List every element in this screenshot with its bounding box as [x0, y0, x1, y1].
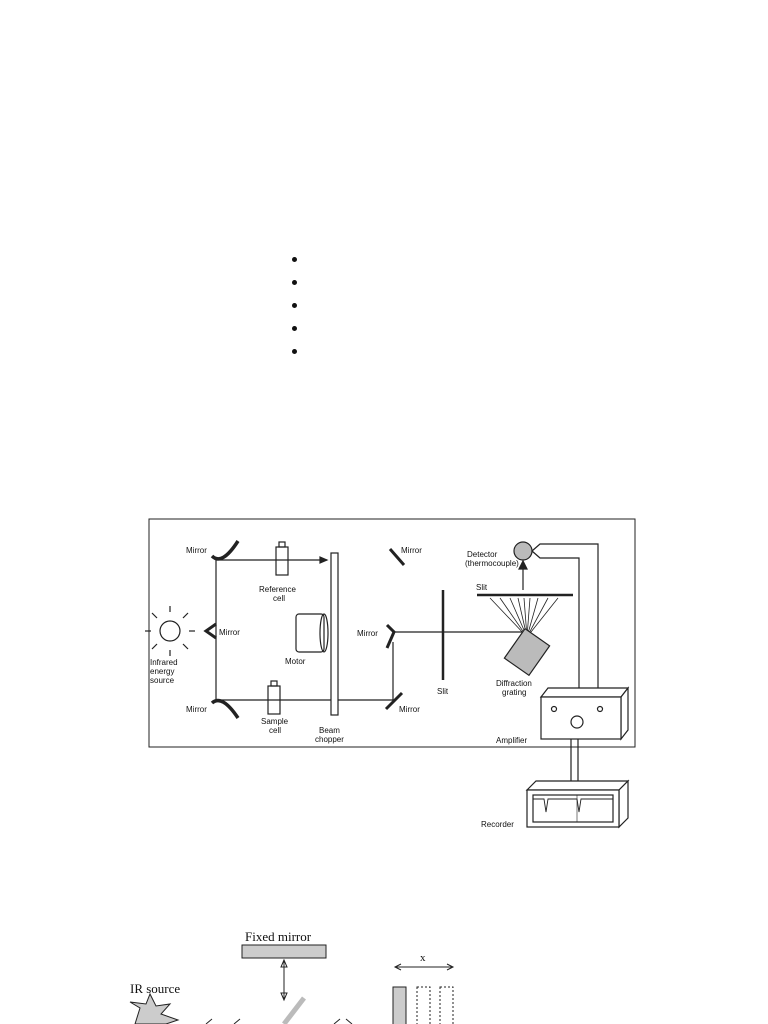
sample-cell-icon [267, 680, 281, 715]
label-mirror-center: Mirror [219, 628, 240, 637]
bullet-item [292, 340, 312, 363]
bullet-dot [292, 303, 297, 308]
label-reference-cell-2: cell [273, 594, 285, 603]
diagram-frame [148, 518, 636, 748]
label-infrared: Infrared [150, 658, 178, 667]
label-fixed-mirror: Fixed mirror [245, 929, 312, 944]
mirror-bottom-right [384, 691, 404, 711]
bullet-item [292, 317, 312, 340]
label-amplifier: Amplifier [496, 736, 527, 745]
label-grating: grating [502, 688, 526, 697]
moving-mirror-ghost [416, 986, 431, 1024]
bullet-list [292, 248, 312, 363]
reference-cell-icon [275, 541, 289, 576]
label-energy: energy [150, 667, 174, 676]
bullet-dot [292, 349, 297, 354]
beam-splitter [282, 996, 306, 1024]
ir-source-icon [129, 992, 180, 1024]
bullet-dot [292, 326, 297, 331]
bullet-item [292, 248, 312, 271]
fixed-mirror [241, 944, 327, 959]
recorder-icon [525, 779, 630, 829]
mirror-top-left [210, 540, 240, 561]
mirror-bottom-left [210, 698, 240, 719]
label-motor: Motor [285, 657, 306, 666]
label-mirror-bottom-right: Mirror [399, 705, 420, 714]
label-ir-source: IR source [130, 981, 180, 996]
bullet-item [292, 271, 312, 294]
bullet-item [292, 294, 312, 317]
label-detector: Detector [467, 550, 498, 559]
label-diffraction: Diffraction [496, 679, 532, 688]
label-mirror-top-right: Mirror [401, 546, 422, 555]
infrared-source-icon [145, 606, 195, 656]
label-sample-cell: Sample [261, 717, 289, 726]
amplifier-icon [539, 686, 630, 741]
label-x: x [420, 952, 426, 964]
label-mirror-top-left: Mirror [186, 546, 207, 555]
bullet-dot [292, 257, 297, 262]
motor-icon [295, 613, 329, 653]
label-sample-cell-2: cell [269, 726, 281, 735]
beam-chopper [330, 552, 339, 716]
moving-mirror-ghost [439, 986, 454, 1024]
mirror-center-v [203, 622, 217, 640]
label-recorder: Recorder [481, 820, 514, 829]
moving-mirror [392, 986, 407, 1024]
label-mirror-center-right: Mirror [357, 629, 378, 638]
label-slit-vertical: Slit [437, 687, 449, 696]
label-chopper: chopper [315, 735, 344, 744]
diffraction-grating-icon [503, 627, 551, 677]
label-mirror-bottom-left: Mirror [186, 705, 207, 714]
mirror-center-right [385, 623, 396, 649]
label-reference-cell: Reference [259, 585, 296, 594]
label-slit-horizontal: Slit [476, 583, 488, 592]
label-beam: Beam [319, 726, 340, 735]
label-source: source [150, 676, 175, 685]
label-thermocouple: (thermocouple) [465, 559, 519, 568]
bullet-dot [292, 280, 297, 285]
mirror-top-right [388, 548, 406, 566]
